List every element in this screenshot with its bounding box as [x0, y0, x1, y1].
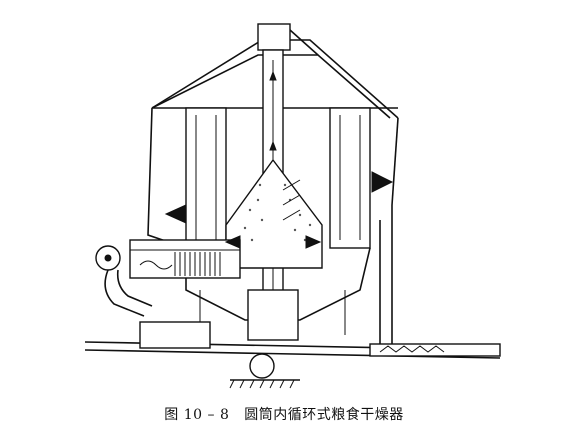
discharge-auger — [369, 205, 501, 357]
outer-grain-walls — [147, 107, 399, 249]
figure-caption: 图 10 – 8 圆筒内循环式粮食干燥器 — [0, 404, 568, 424]
grain-dryer-diagram — [84, 23, 501, 389]
heat-exchanger-fins — [174, 252, 221, 276]
hot-air-duct — [129, 239, 241, 279]
figure-title: 圆筒内循环式粮食干燥器 — [244, 407, 404, 423]
blower-fan — [95, 245, 153, 317]
lower-hopper — [185, 247, 371, 341]
figure-number: 图 10 – 8 — [164, 407, 230, 423]
airflow-arrows — [164, 70, 394, 249]
